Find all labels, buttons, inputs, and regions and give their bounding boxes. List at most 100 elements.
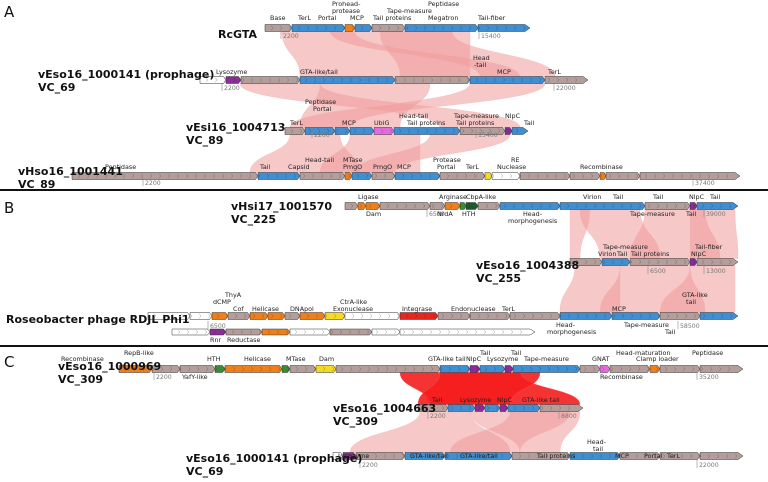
gene-boundary — [611, 203, 615, 209]
protein-label: Recombinase — [61, 355, 104, 363]
gene-boundary — [513, 405, 517, 411]
protein-label: CbpA-like — [466, 193, 496, 201]
genome-id: VC_69 — [38, 81, 75, 94]
gene-boundary — [450, 405, 454, 411]
gene-boundary — [664, 366, 668, 372]
gene-boundary — [268, 366, 272, 372]
gene-boundary — [414, 313, 418, 319]
gene-boundary — [241, 366, 245, 372]
gene-boundary — [452, 128, 456, 134]
gene-boundary — [423, 25, 427, 31]
protein-label: protease — [332, 7, 360, 15]
gene-boundary — [204, 330, 208, 334]
gene-boundary — [689, 173, 693, 179]
gene-boundary — [249, 330, 253, 334]
gene-arrow — [439, 365, 471, 373]
gene-boundary — [467, 203, 471, 209]
protein-label: Recombinase — [580, 163, 623, 171]
gene-boundary — [644, 453, 648, 459]
gene-boundary — [719, 259, 723, 265]
gene-boundary — [581, 453, 585, 459]
gene-boundary — [333, 313, 337, 319]
protein-label: MTase — [343, 156, 363, 164]
gene-boundary — [602, 203, 606, 209]
gene-boundary — [306, 25, 310, 31]
gene-boundary — [441, 313, 445, 319]
gene-arrow — [659, 452, 701, 460]
gene-boundary — [407, 128, 411, 134]
gene-boundary — [375, 330, 379, 334]
gene-boundary — [513, 313, 517, 319]
gene-arrow — [373, 127, 395, 135]
protein-label: TerL — [297, 14, 311, 22]
protein-label: Head-tail — [305, 156, 334, 164]
gene-boundary — [662, 453, 666, 459]
protein-label: HTH — [207, 355, 221, 363]
gene-boundary — [693, 313, 697, 319]
gene-boundary — [428, 173, 432, 179]
gene-boundary — [465, 330, 469, 334]
gene-boundary — [258, 330, 262, 334]
gene-arrow — [644, 202, 691, 210]
gene-boundary — [297, 25, 301, 31]
gene-boundary — [468, 405, 472, 411]
gene-boundary — [630, 313, 634, 319]
gene-boundary — [198, 313, 202, 319]
gene-boundary — [171, 313, 175, 319]
gene-boundary — [392, 453, 396, 459]
gene-boundary — [383, 173, 387, 179]
gene-boundary — [566, 203, 570, 209]
gene-boundary — [333, 25, 337, 31]
gene-arrow — [544, 76, 589, 84]
gene-boundary — [554, 453, 558, 459]
scale-label: 2200 — [283, 33, 299, 40]
gene-arrow — [639, 172, 741, 180]
gene-boundary — [635, 453, 639, 459]
genome-track — [147, 312, 739, 320]
gene-boundary — [530, 203, 534, 209]
protein-label: Tail — [431, 396, 443, 404]
protein-label: Tape-measure — [453, 112, 499, 120]
protein-label: Lysozyme — [460, 396, 491, 404]
gene-boundary — [612, 313, 616, 319]
gene-boundary — [411, 330, 415, 334]
gene-arrow — [444, 452, 513, 460]
gene-boundary — [439, 77, 443, 83]
gene-boundary — [671, 173, 675, 179]
gene-boundary — [716, 173, 720, 179]
gene-arrow — [393, 127, 461, 135]
gene-boundary — [340, 77, 344, 83]
gene-arrow — [354, 24, 373, 32]
gene-boundary — [394, 366, 398, 372]
scale-label: 2200 — [362, 462, 378, 469]
gene-arrow — [601, 258, 631, 266]
gene-boundary — [432, 25, 436, 31]
gene-boundary — [665, 259, 669, 265]
gene-arrow — [479, 365, 506, 373]
gene-boundary — [593, 203, 597, 209]
gene-boundary — [212, 173, 216, 179]
gene-arrow — [399, 312, 439, 320]
protein-label: morphogenesis — [508, 217, 558, 225]
gene-arrow — [599, 172, 607, 180]
gene-boundary — [657, 313, 661, 319]
gene-boundary — [358, 77, 362, 83]
gene-boundary — [590, 453, 594, 459]
gene-boundary — [556, 77, 560, 83]
gene-boundary — [338, 173, 342, 179]
gene-boundary — [243, 313, 247, 319]
gene-boundary — [446, 453, 450, 459]
gene-boundary — [450, 313, 454, 319]
gene-boundary — [293, 173, 297, 179]
gene-boundary — [680, 173, 684, 179]
protein-label: NlpC — [505, 112, 521, 120]
gene-boundary — [288, 313, 292, 319]
protein-label: Lysozyme — [487, 355, 518, 363]
gene-arrow — [404, 452, 446, 460]
gene-arrow — [659, 365, 701, 373]
gene-boundary — [275, 173, 279, 179]
gene-boundary — [486, 25, 490, 31]
protein-label: Tail-fiber — [694, 243, 723, 251]
protein-label: PmgO — [343, 163, 362, 171]
